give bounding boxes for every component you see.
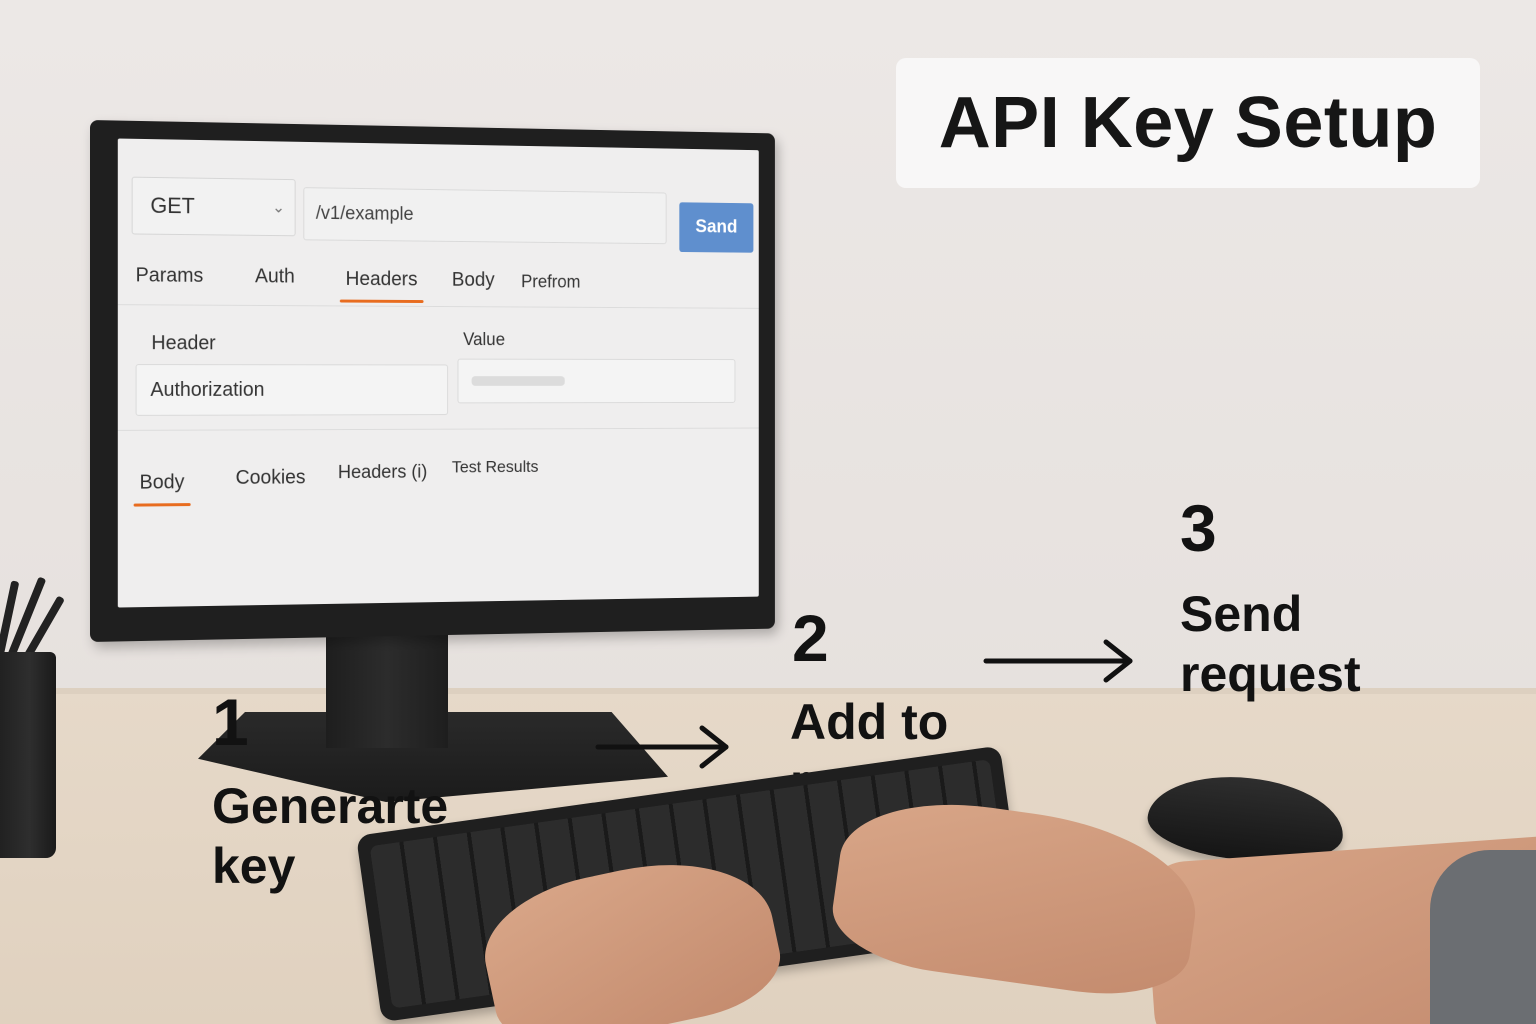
header-column-label: Header	[151, 332, 216, 355]
send-button[interactable]: Sand	[679, 202, 754, 253]
pencil-holder	[0, 652, 56, 858]
divider	[117, 427, 759, 431]
step-3-label: Send request	[1180, 584, 1361, 704]
tab-auth[interactable]: Auth	[255, 265, 295, 288]
tab-body[interactable]: Body	[451, 269, 495, 291]
value-column-label: Value	[463, 329, 505, 350]
response-tab-cookies[interactable]: Cookies	[235, 466, 306, 489]
masked-api-key	[471, 376, 565, 386]
request-tabs: Params Auth Headers Body Prefrom	[118, 256, 759, 308]
header-name-field[interactable]: Authorization	[135, 364, 449, 416]
step-1-line-1: Generarte	[212, 778, 449, 834]
chevron-down-icon: ⌄	[272, 199, 286, 217]
page-title: API Key Setup	[938, 83, 1438, 163]
tab-prefrom[interactable]: Prefrom	[521, 271, 581, 292]
title-card: API Key Setup	[896, 58, 1480, 188]
http-method-select[interactable]: GET ⌄	[131, 176, 296, 237]
arrow-right-icon	[983, 639, 1133, 683]
url-text: /v1/example	[315, 203, 414, 225]
url-input[interactable]: /v1/example	[303, 187, 667, 245]
arrow-right-icon	[595, 725, 729, 769]
step-3-number: 3	[1180, 491, 1217, 565]
step-1-label: Generarte key	[212, 776, 448, 896]
tab-params[interactable]: Params	[135, 264, 204, 287]
sleeve	[1430, 850, 1536, 1024]
tab-headers[interactable]: Headers	[345, 268, 418, 291]
header-name-value: Authorization	[150, 378, 265, 401]
step-2-line-1: Add to	[790, 694, 949, 750]
step-3-line-2: request	[1180, 646, 1361, 702]
response-tab-body[interactable]: Body	[139, 471, 185, 494]
desk-edge	[0, 688, 1536, 694]
response-tab-test-results[interactable]: Test Results	[451, 457, 539, 477]
response-tab-headers[interactable]: Headers (i)	[337, 461, 428, 484]
step-2-number: 2	[792, 601, 829, 675]
http-method-label: GET	[150, 192, 195, 219]
step-3-line-1: Send	[1180, 586, 1303, 642]
header-value-field[interactable]	[457, 358, 736, 404]
monitor-screen: GET ⌄ /v1/example Sand Params Auth Heade…	[117, 138, 759, 608]
step-1-number: 1	[212, 685, 249, 759]
monitor: GET ⌄ /v1/example Sand Params Auth Heade…	[90, 120, 775, 642]
step-1-line-2: key	[212, 838, 296, 894]
